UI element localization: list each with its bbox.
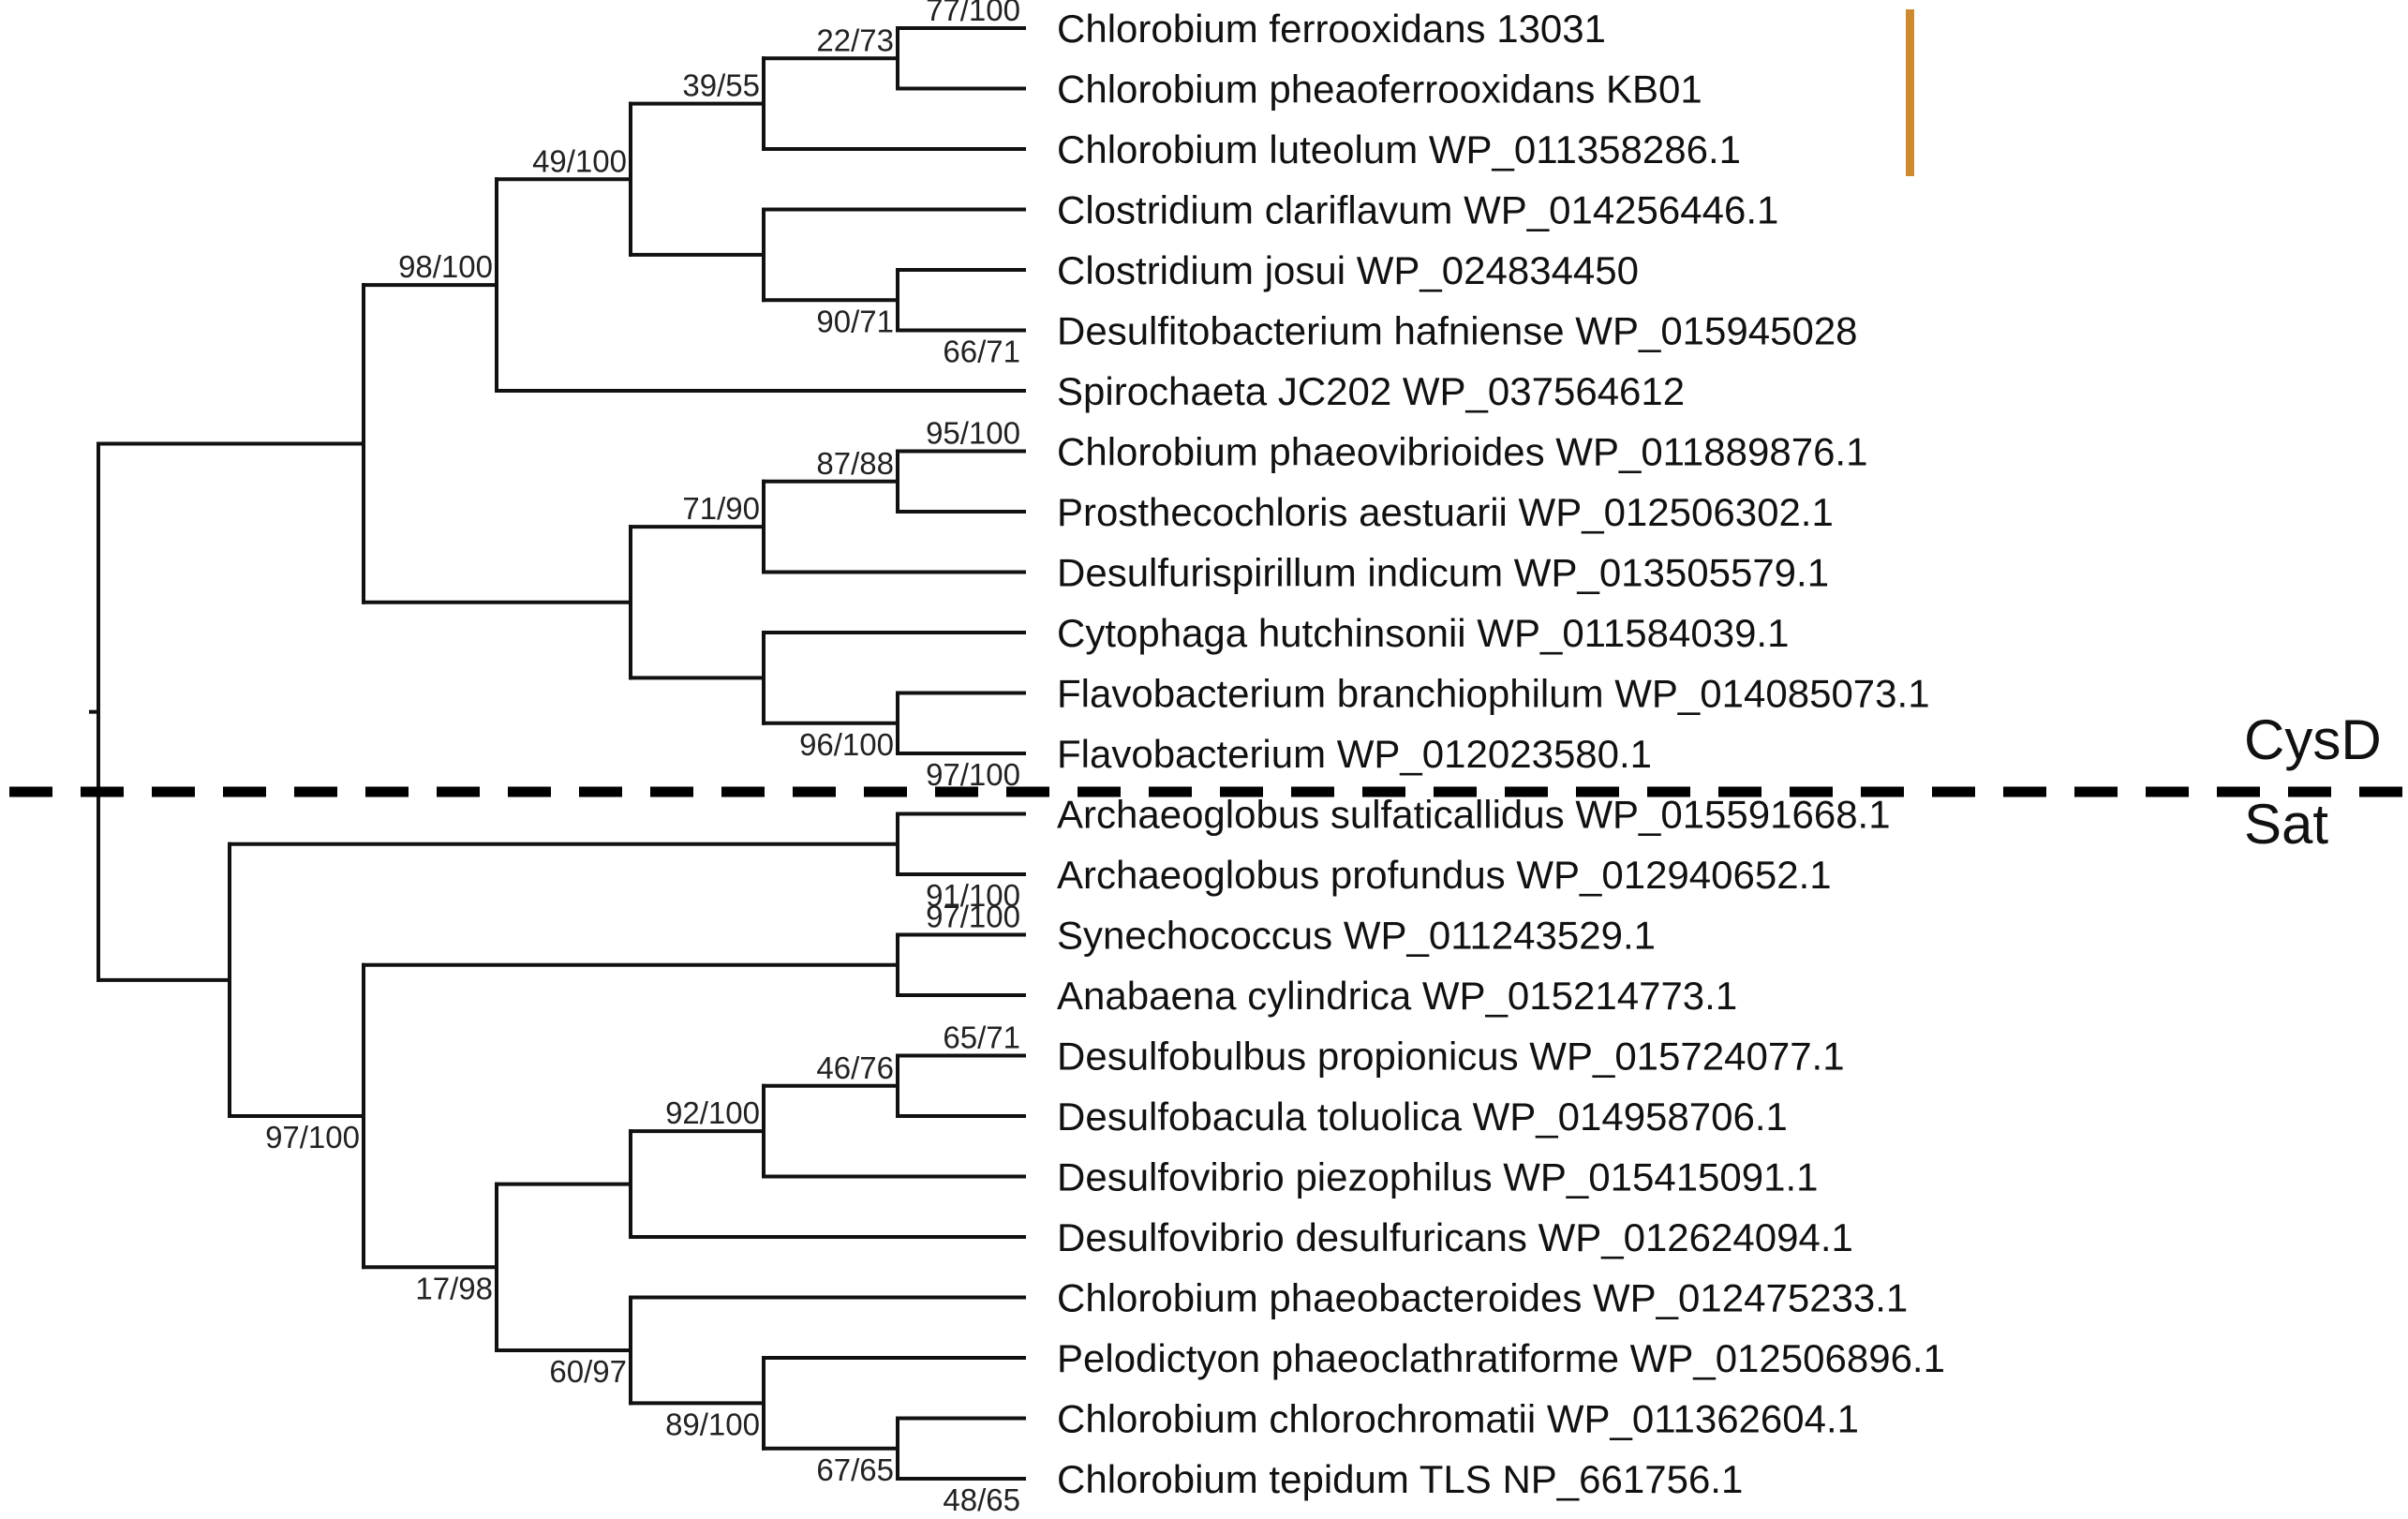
leaf-label: Desulfobulbus propionicus WP_015724077.1 xyxy=(1057,1035,1845,1079)
support-value-n7: 95/100 xyxy=(926,416,1020,451)
leaf-label: Desulfurispirillum indicum WP_013505579.… xyxy=(1057,551,1829,595)
support-value-n5: 39/55 xyxy=(682,68,760,103)
leaf-label: Pelodictyon phaeoclathratiforme WP_01250… xyxy=(1057,1336,1945,1380)
support-values: 77/100 22/73 66/71 90/71 39/55 49/100 95/100 87… xyxy=(265,0,1020,1517)
leaf-label: Flavobacterium WP_012023580.1 xyxy=(1057,732,1652,776)
support-value-n2: 22/73 xyxy=(816,22,894,57)
leaf-label: Chlorobium phaeobacteroides WP_012475233… xyxy=(1057,1276,1908,1320)
leaf-label: Anabaena cylindrica WP_015214773.1 xyxy=(1057,974,1737,1018)
leaf-label: Desulfovibrio piezophilus WP_015415091.1 xyxy=(1057,1155,1819,1199)
leaf-label: Synechococcus WP_011243529.1 xyxy=(1057,914,1656,958)
support-value-n16: 46/76 xyxy=(816,1050,894,1085)
leaf-label: Chlorobium tepidum TLS NP_661756.1 xyxy=(1057,1457,1743,1501)
tree-branches xyxy=(89,26,1026,1481)
support-value-n18: 48/65 xyxy=(943,1482,1020,1517)
leaf-label: Chlorobium pheaoferrooxidans KB01 xyxy=(1057,67,1702,112)
leaf-label: Chlorobium luteolum WP_011358286.1 xyxy=(1057,127,1741,171)
support-value-n3: 66/71 xyxy=(943,335,1020,369)
leaf-label: Clostridium clariflavum WP_014256446.1 xyxy=(1057,188,1778,232)
leaf-label: Cytophaga hutchinsonii WP_011584039.1 xyxy=(1057,611,1789,655)
group-label-cysd: CysD xyxy=(2244,708,2382,771)
leaf-label: Chlorobium chlorochromatii WP_011362604.… xyxy=(1057,1397,1859,1441)
group-label-sat: Sat xyxy=(2244,793,2328,856)
leaf-label: Chlorobium ferrooxidans 13031 xyxy=(1057,7,1606,51)
leaf-label: Flavobacterium branchiophilum WP_0140850… xyxy=(1057,672,1930,716)
support-value-n12: 98/100 xyxy=(398,249,493,284)
leaf-label: Desulfitobacterium hafniense WP_01594502… xyxy=(1057,309,1858,353)
support-value-n9: 97/100 xyxy=(926,757,1020,792)
support-value-n17: 92/100 xyxy=(665,1095,760,1130)
leaf-label: Archaeoglobus profundus WP_012940652.1 xyxy=(1057,853,1832,897)
leaf-label: Clostridium josui WP_024834450 xyxy=(1057,248,1639,292)
leaf-label: Desulfobacula toluolica WP_014958706.1 xyxy=(1057,1095,1788,1139)
support-value-n14: 97/100 xyxy=(926,900,1020,934)
support-value-n11: 71/90 xyxy=(682,491,760,526)
support-value-n8: 87/88 xyxy=(816,446,894,481)
support-value-n23: 97/100 xyxy=(265,1120,360,1154)
support-value-n6: 49/100 xyxy=(532,143,627,178)
leaf-label: Desulfovibrio desulfuricans WP_012624094… xyxy=(1057,1215,1853,1259)
leaf-label: Prosthecochloris aestuarii WP_012506302.… xyxy=(1057,490,1834,534)
support-value-n21: 60/97 xyxy=(549,1354,627,1389)
support-value-n20: 89/100 xyxy=(665,1407,760,1441)
support-value-n10: 96/100 xyxy=(799,727,894,762)
support-value-n1: 77/100 xyxy=(926,0,1020,27)
support-value-n15: 65/71 xyxy=(943,1020,1020,1055)
support-value-n13: 91/100 xyxy=(926,878,1020,913)
leaf-label: Chlorobium phaeovibrioides WP_011889876.… xyxy=(1057,430,1867,474)
support-value-n22: 17/98 xyxy=(415,1271,493,1305)
support-value-n19: 67/65 xyxy=(816,1452,894,1487)
support-value-n4: 90/71 xyxy=(816,304,894,338)
leaf-label: Archaeoglobus sulfaticallidus WP_0155916… xyxy=(1057,793,1891,837)
highlight-bar xyxy=(1906,9,1914,176)
leaf-labels: Chlorobium ferrooxidans 13031Chlorobium … xyxy=(1057,7,1945,1501)
leaf-label: Spirochaeta JC202 WP_037564612 xyxy=(1057,369,1685,413)
